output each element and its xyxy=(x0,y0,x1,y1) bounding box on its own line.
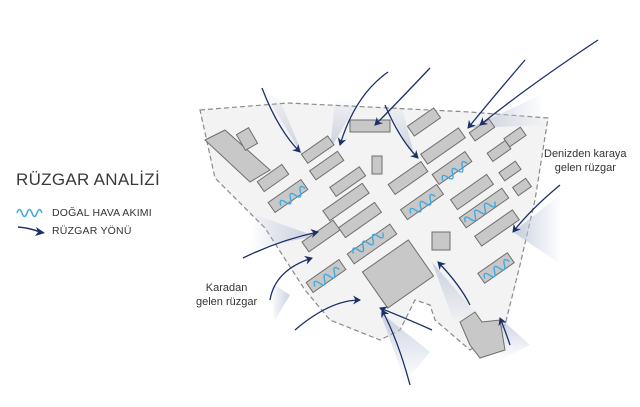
sea-wind-line-1: Denizden karaya xyxy=(544,148,627,160)
airflow-strips xyxy=(279,160,510,287)
sea-wind-label: Denizden karaya gelen rüzgar xyxy=(544,147,627,175)
wind-wedges xyxy=(250,88,562,382)
sea-wind-line-2: gelen rüzgar xyxy=(554,162,616,174)
diagram-title: RÜZGAR ANALİZİ xyxy=(16,170,161,189)
legend-wind-label: RÜZGAR YÖNÜ xyxy=(52,225,132,237)
legend-airflow: DOĞAL HAVA AKIMI xyxy=(16,206,152,220)
legend-airflow-label: DOĞAL HAVA AKIMI xyxy=(52,207,152,219)
land-wind-line-1: Karadan xyxy=(205,282,248,294)
wind-arrows xyxy=(242,39,599,386)
land-wind-label: Karadan gelen rüzgar xyxy=(196,281,257,309)
legend-wind: RÜZGAR YÖNÜ xyxy=(16,224,132,238)
buildings xyxy=(204,107,533,359)
wave-icon xyxy=(16,208,43,218)
land-wind-line-2: gelen rüzgar xyxy=(196,296,258,308)
arrow-icon xyxy=(17,226,45,236)
